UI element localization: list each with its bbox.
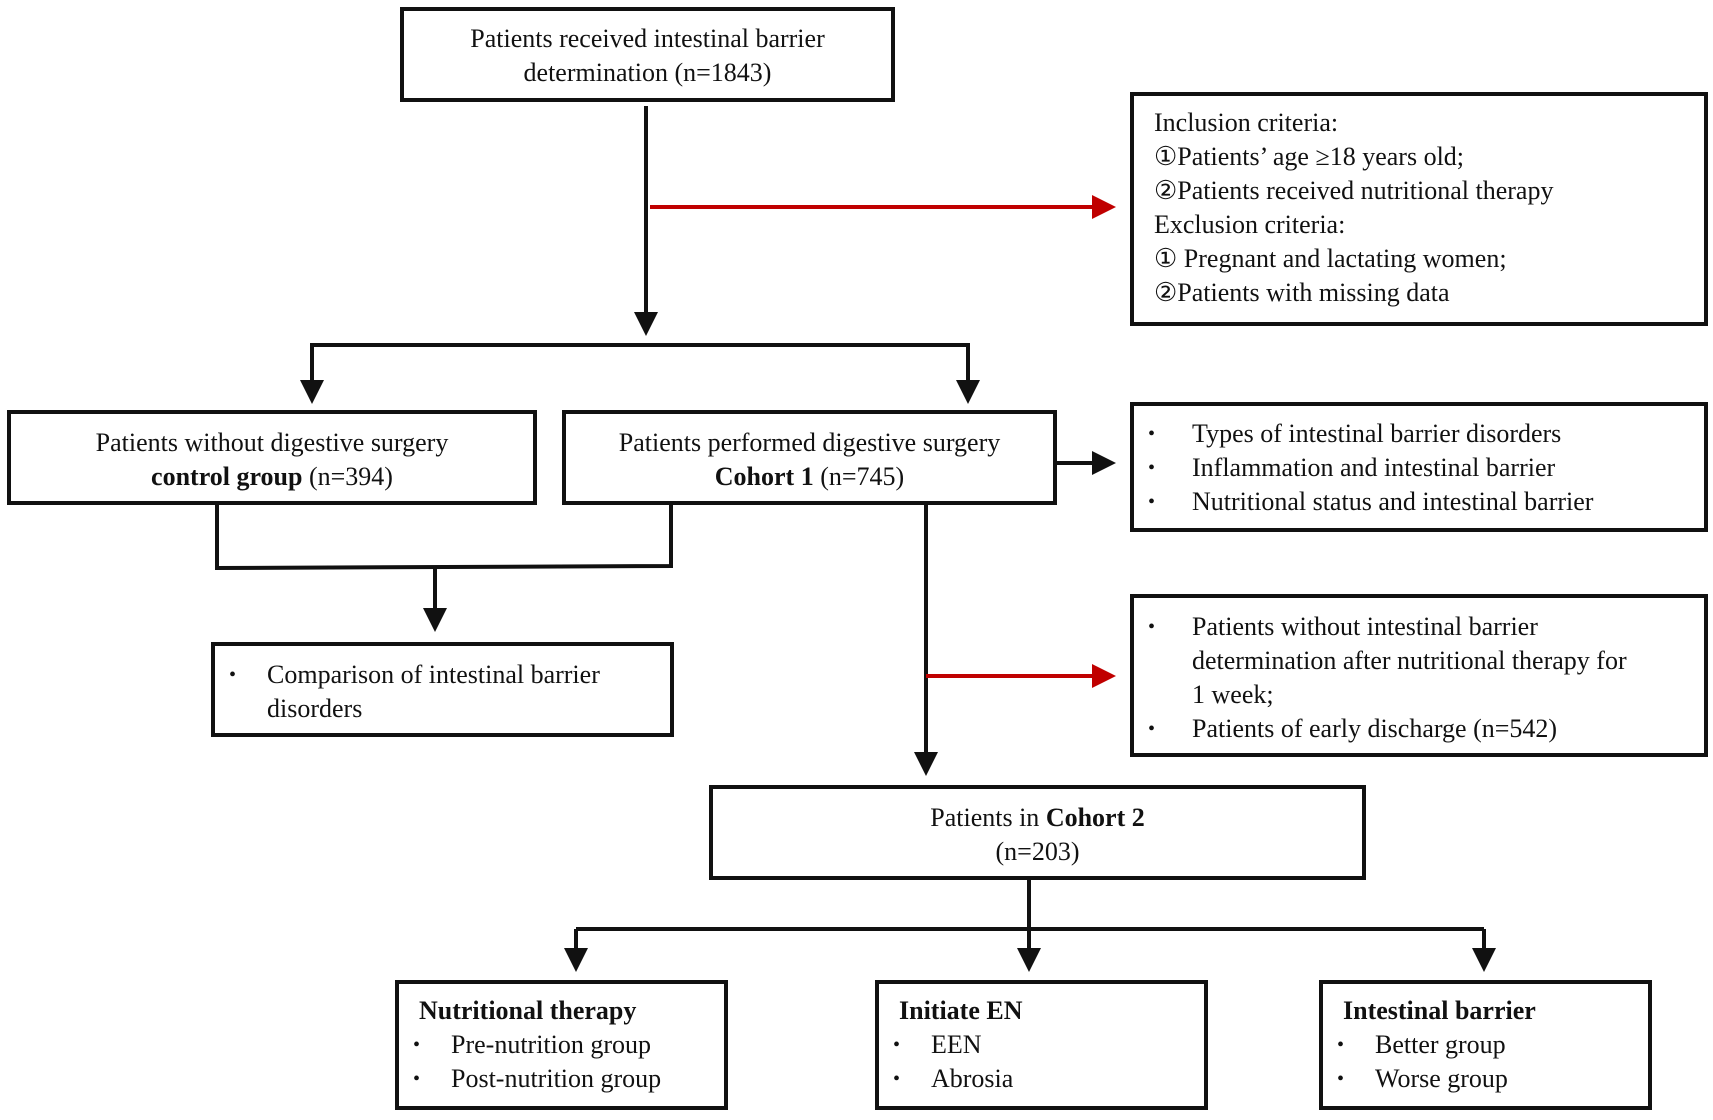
merge-connector	[215, 505, 673, 571]
exclusion-item: ① Pregnant and lactating women;	[1154, 244, 1507, 273]
inclusion-item: ②Patients received nutritional therapy	[1154, 176, 1554, 205]
initiate-en-list: EEN Abrosia	[879, 1028, 1204, 1096]
cohort1-line-2: Cohort 1 (n=745)	[566, 460, 1053, 494]
start-box: Patients received intestinal barrier det…	[400, 7, 895, 102]
list-item: Types of intestinal barrier disorders	[1134, 417, 1704, 451]
cohort2-box: Patients in Cohort 2 (n=203)	[709, 785, 1366, 880]
list-item: Better group	[1323, 1028, 1648, 1062]
cohort1-analyses-box: Types of intestinal barrier disorders In…	[1130, 402, 1708, 532]
list-item: EEN	[879, 1028, 1204, 1062]
intestinal-barrier-title: Intestinal barrier	[1343, 996, 1536, 1025]
cohort1-count: (n=745)	[813, 462, 905, 491]
exclusion-item-1-line: 1 week;	[1192, 680, 1274, 709]
start-line-1: Patients received intestinal barrier	[470, 24, 825, 53]
intestinal-barrier-list: Better group Worse group	[1323, 1028, 1648, 1096]
cohort1-box: Patients performed digestive surgery Coh…	[562, 410, 1057, 505]
criteria-box: Inclusion criteria: ①Patients’ age ≥18 y…	[1130, 92, 1708, 326]
exclusion-item-1-line: determination after nutritional therapy …	[1192, 646, 1627, 675]
split-connector	[310, 343, 970, 397]
inclusion-heading: Inclusion criteria:	[1154, 108, 1339, 137]
exclusion-heading: Exclusion criteria:	[1154, 210, 1346, 239]
nutritional-therapy-title: Nutritional therapy	[419, 996, 637, 1025]
list-item: Post-nutrition group	[399, 1062, 724, 1096]
control-line-1: Patients without digestive surgery	[95, 428, 449, 457]
exclusion-item-1-line: Patients without intestinal barrier	[1192, 612, 1538, 641]
comparison-line-2: disorders	[267, 694, 363, 723]
inclusion-item: ①Patients’ age ≥18 years old;	[1154, 142, 1465, 171]
cohort2-name: Cohort 2	[1045, 803, 1145, 832]
cohort1-line-1: Patients performed digestive surgery	[618, 428, 1001, 457]
comparison-box: Comparison of intestinal barrier disorde…	[211, 642, 674, 737]
cohort2-prefix: Patients in	[930, 803, 1046, 832]
exclusion-item: ②Patients with missing data	[1154, 278, 1450, 307]
list-item: Patients of early discharge (n=542)	[1134, 712, 1704, 746]
list-item: Abrosia	[879, 1062, 1204, 1096]
comparison-line-1: Comparison of intestinal barrier	[267, 660, 600, 689]
list-item: Pre-nutrition group	[399, 1028, 724, 1062]
cohort1-analyses-list: Types of intestinal barrier disorders In…	[1134, 417, 1704, 519]
list-item: Worse group	[1323, 1062, 1648, 1096]
comparison-list: Comparison of intestinal barrier disorde…	[215, 658, 670, 726]
nutritional-therapy-list: Pre-nutrition group Post-nutrition group	[399, 1028, 724, 1096]
control-line-2: control group (n=394)	[11, 460, 533, 494]
control-group-name: control group	[151, 462, 303, 491]
control-group-count: (n=394)	[302, 462, 393, 491]
list-item: Nutritional status and intestinal barrie…	[1134, 485, 1704, 519]
initiate-en-box: Initiate EN EEN Abrosia	[875, 980, 1208, 1110]
initiate-en-title: Initiate EN	[899, 996, 1023, 1025]
control-group-box: Patients without digestive surgery contr…	[7, 410, 537, 505]
exclusion-box: Patients without intestinal barrier dete…	[1130, 594, 1708, 757]
cohort1-name: Cohort 1	[714, 462, 814, 491]
cohort2-count: (n=203)	[995, 837, 1080, 866]
cohort2-line-1: Patients in Cohort 2	[713, 801, 1362, 835]
list-item: Patients without intestinal barrier dete…	[1134, 610, 1704, 712]
nutritional-therapy-box: Nutritional therapy Pre-nutrition group …	[395, 980, 728, 1110]
start-line-2: determination (n=1843)	[523, 58, 772, 87]
list-item: Inflammation and intestinal barrier	[1134, 451, 1704, 485]
list-item: Comparison of intestinal barrier disorde…	[215, 658, 670, 726]
intestinal-barrier-box: Intestinal barrier Better group Worse gr…	[1319, 980, 1652, 1110]
exclusion-list: Patients without intestinal barrier dete…	[1134, 610, 1704, 746]
